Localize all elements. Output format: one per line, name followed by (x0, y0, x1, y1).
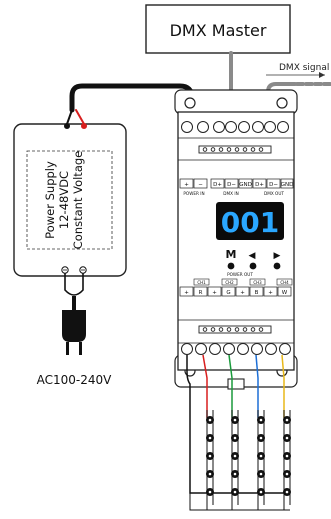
power-supply: Power Supply 12-48VDC Constant Voltage (13, 123, 127, 277)
bottom-terminal-7: + (268, 290, 273, 296)
power-supply-line-1: Power Supply (43, 161, 57, 239)
ps-wire-black (66, 109, 73, 125)
dmx-signal-label: DMX signal (279, 63, 329, 73)
dmx-out-label: DMX OUT (264, 191, 284, 196)
dmx-decoder: + − D+ D− GND D+ D− GND POWER IN DMX IN … (174, 89, 298, 390)
led-row-3 (206, 452, 291, 460)
channel-label-2: CH2 (225, 280, 234, 285)
power-in-label: POWER IN (183, 191, 204, 196)
wire-green (228, 354, 233, 418)
led-row-4 (206, 470, 291, 478)
dmx-master: DMX Master (145, 4, 291, 54)
button-left[interactable] (249, 262, 257, 270)
dmx-in-label: DMX IN (223, 191, 238, 196)
bottom-terminal-6: B (255, 290, 259, 296)
top-terminal-4: D− (227, 182, 236, 188)
decoder-body (177, 111, 295, 371)
plug-body (62, 310, 86, 342)
wire-red (202, 354, 208, 418)
button-m-label: M (226, 248, 237, 261)
plug-cord (64, 273, 84, 296)
top-screw-terminals (181, 121, 289, 133)
plug: AC100-240V (37, 273, 113, 387)
top-terminal-8: GND (281, 182, 294, 188)
dmx-master-box (145, 4, 291, 54)
led-strip-matrix (189, 410, 291, 511)
power-supply-inner-outline (26, 150, 113, 250)
dmx-signal: DMX signal (266, 63, 329, 78)
power-supply-line-2: 12-48VDC (57, 171, 71, 229)
power-supply-box (13, 123, 127, 277)
button-right[interactable] (273, 262, 281, 270)
bottom-terminal-labels: + R + G + B + W (179, 286, 292, 297)
bottom-terminal-1: + (184, 290, 189, 296)
top-terminal-5: GND (239, 182, 252, 188)
button-m[interactable] (227, 262, 235, 270)
bottom-terminal-3: + (212, 290, 217, 296)
led-display-value: 001 (221, 206, 279, 239)
wire-yellow (281, 354, 285, 418)
top-terminal-1: + (184, 182, 189, 188)
button-left-label: ◀ (249, 251, 256, 261)
top-vent-dots (198, 145, 272, 154)
wire-common-black (186, 355, 286, 494)
ps-output-terminal-pos (81, 123, 87, 129)
ps-output-terminal-neg (64, 123, 70, 129)
top-terminal-2: − (198, 182, 203, 188)
bottom-terminal-5: + (240, 290, 245, 296)
power-out-label: POWER OUT (227, 272, 253, 277)
led-row-1 (206, 416, 291, 424)
control-buttons: M ◀ ▶ (226, 248, 281, 270)
bottom-vent-dots (198, 325, 272, 334)
dmx-master-label: DMX Master (170, 21, 267, 40)
wire-blue (255, 354, 259, 418)
channel-label-4: CH4 (280, 280, 289, 285)
dmx-signal-arrow-head (319, 72, 325, 78)
bottom-terminal-4: G (226, 290, 230, 296)
power-supply-line-3: Constant Voltage (71, 151, 85, 250)
bottom-terminal-2: R (199, 290, 203, 296)
top-terminal-7: D− (269, 182, 278, 188)
dc-cable-sheath (69, 83, 195, 113)
top-mount-tab (174, 89, 298, 115)
led-display-frame (216, 202, 284, 240)
output-wires (186, 354, 286, 494)
led-row-2 (206, 434, 291, 442)
top-terminal-labels: + − D+ D− GND D+ D− GND (179, 178, 294, 189)
led-row-5 (206, 488, 291, 496)
plug-label: AC100-240V (37, 373, 113, 387)
led-display: 001 (216, 202, 284, 240)
led-nodes (206, 416, 291, 496)
channel-labels: CH1 CH2 CH3 CH4 (193, 278, 293, 286)
channel-label-1: CH1 (197, 280, 206, 285)
led-node-highlights (208, 418, 289, 494)
ps-wire-red (75, 109, 85, 125)
bottom-terminal-8: W (282, 290, 288, 296)
channel-label-3: CH3 (253, 280, 262, 285)
top-terminal-3: D+ (213, 182, 222, 188)
button-right-label: ▶ (274, 251, 281, 261)
top-terminal-6: D+ (255, 182, 264, 188)
bottom-screw-terminals (181, 343, 291, 355)
